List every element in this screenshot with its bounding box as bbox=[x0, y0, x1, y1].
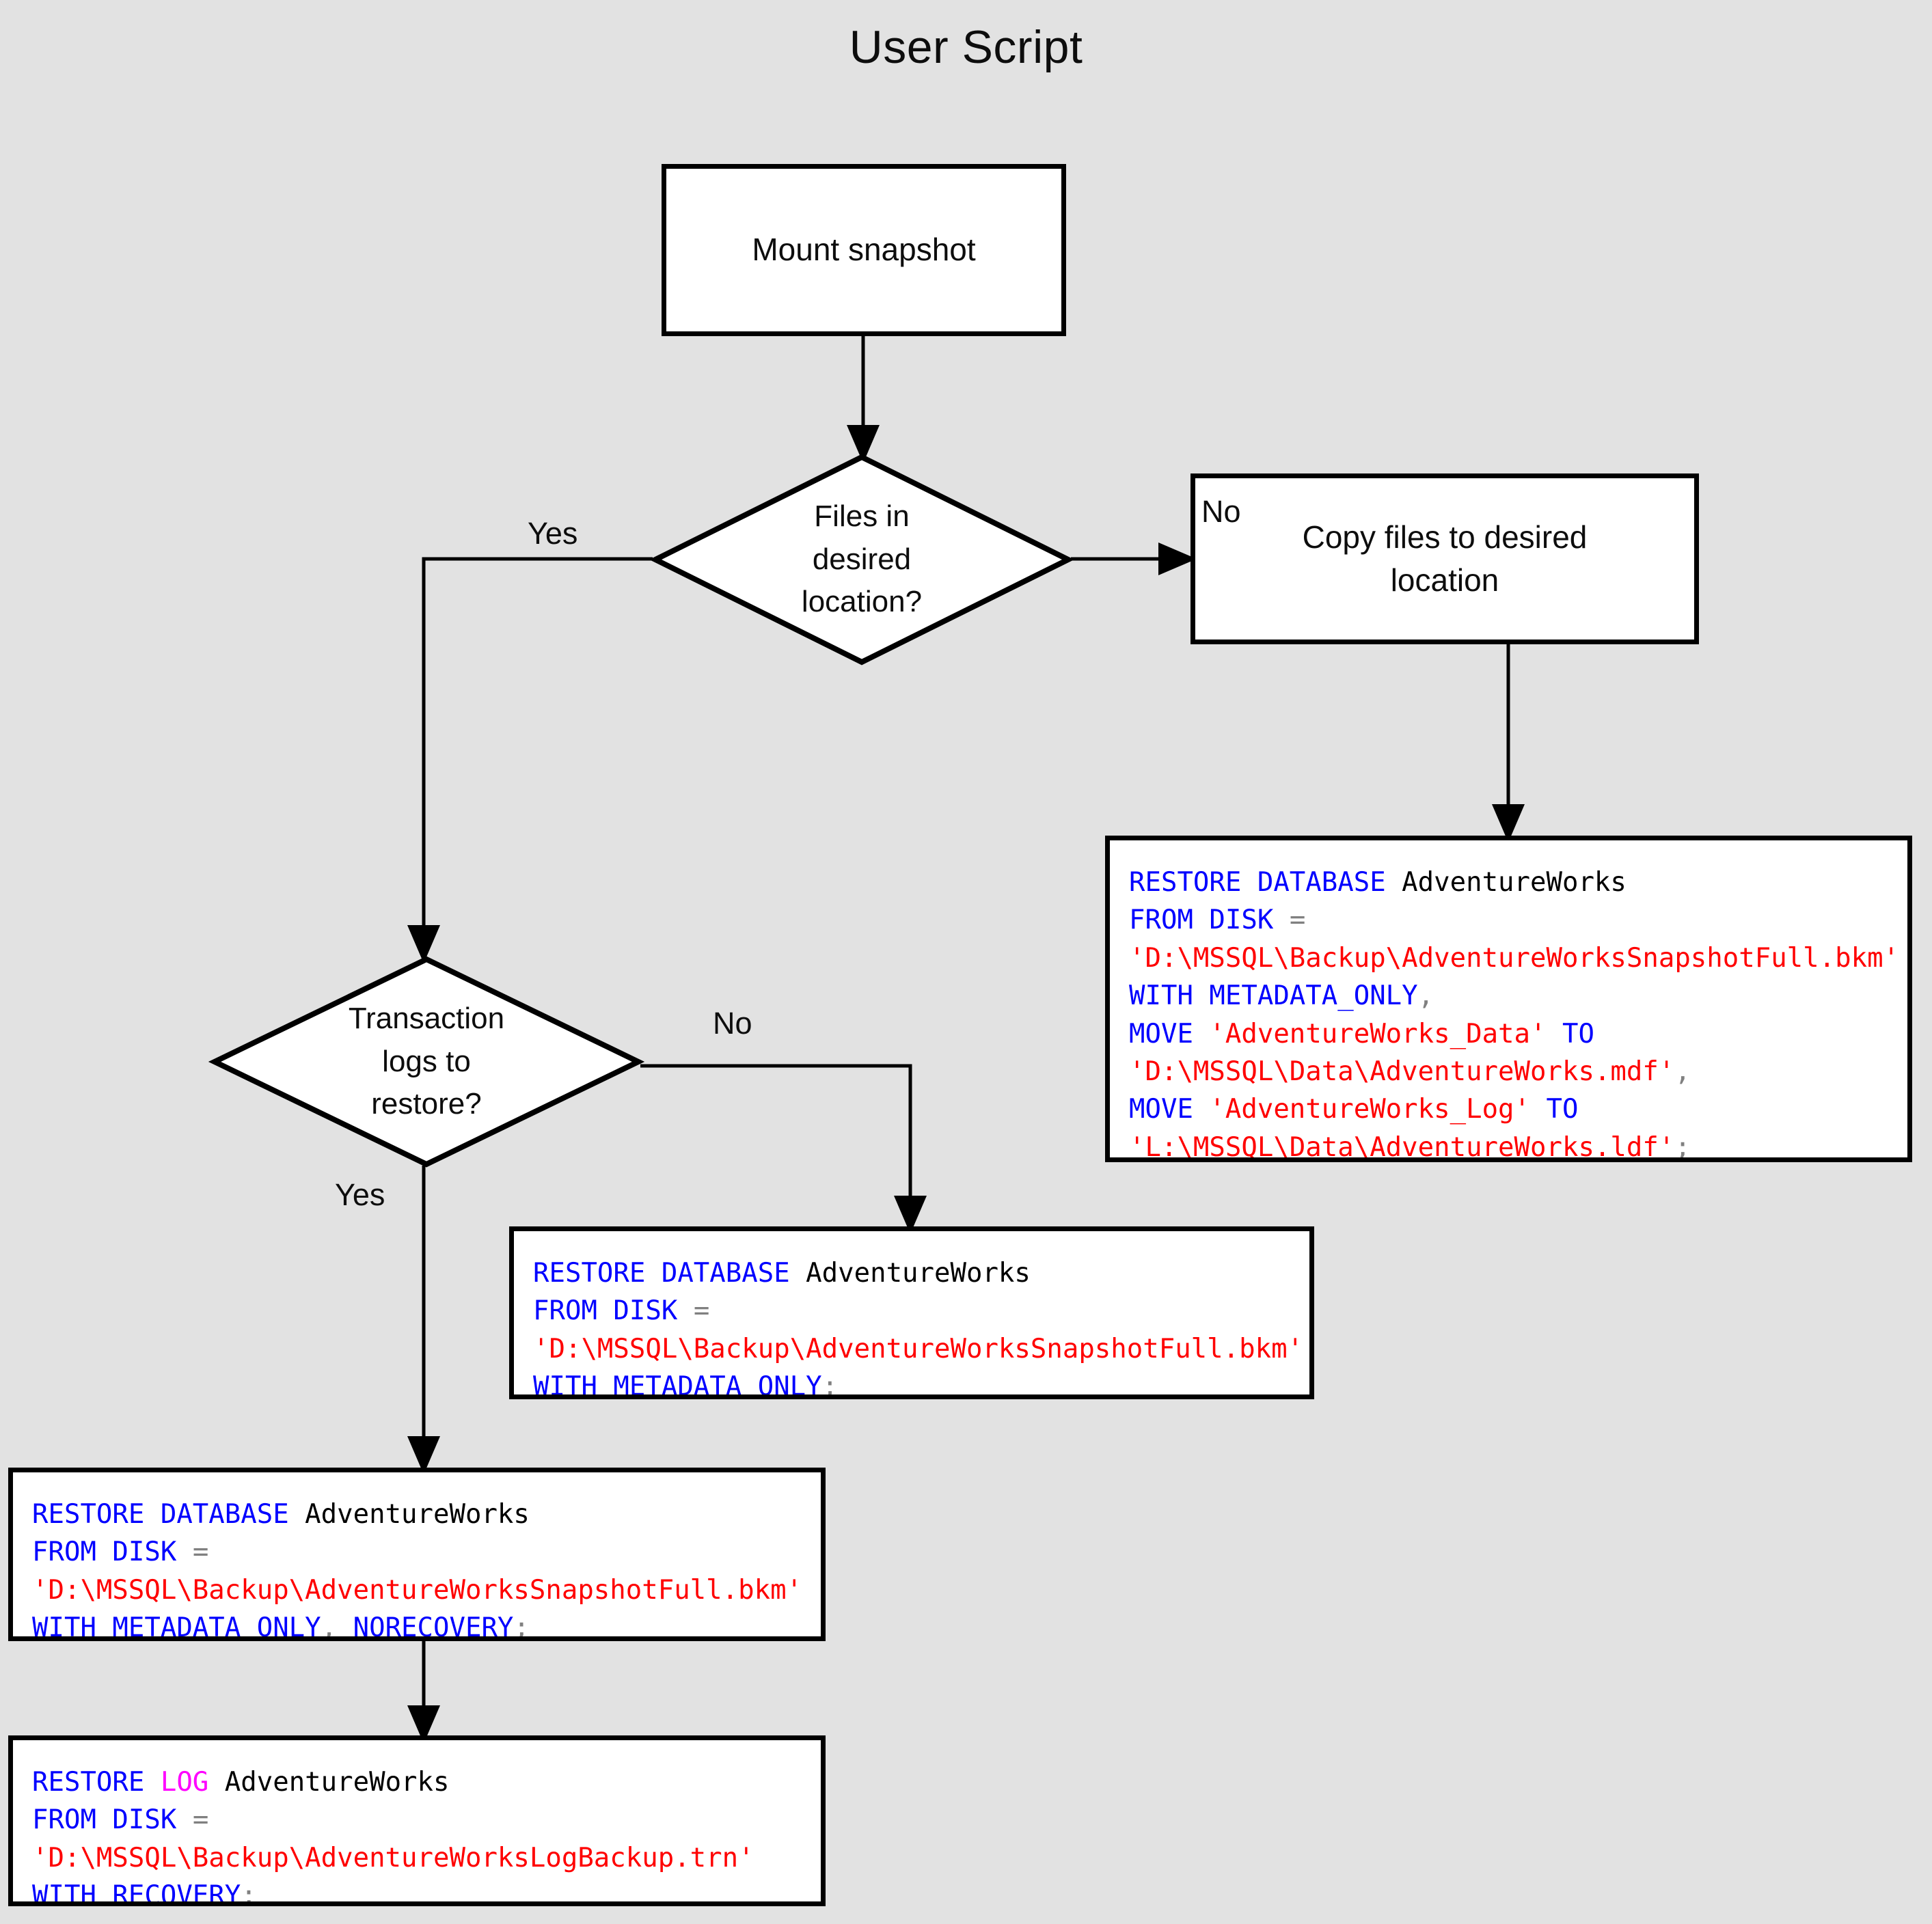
code-block-restore-metadata-only[interactable]: RESTORE DATABASE AdventureWorks FROM DIS… bbox=[509, 1226, 1314, 1399]
diamond-shape bbox=[649, 454, 1074, 665]
diamond-shape bbox=[208, 956, 645, 1168]
node-copy-files-label: Copy files to desired location bbox=[1302, 519, 1588, 598]
edge-logs-no-to-metadata bbox=[640, 1064, 927, 1235]
code-block-restore-with-move[interactable]: RESTORE DATABASE AdventureWorks FROM DIS… bbox=[1105, 836, 1912, 1162]
edge-label-logs-no: No bbox=[713, 1006, 752, 1041]
node-mount-snapshot[interactable]: Mount snapshot bbox=[662, 164, 1066, 336]
page-title: User Script bbox=[849, 21, 1083, 73]
node-files-in-desired-location[interactable]: Files in desired location? bbox=[649, 454, 1074, 665]
edge-files-yes-to-logs bbox=[407, 557, 653, 964]
code-block-restore-log-text: RESTORE LOG AdventureWorks FROM DISK = '… bbox=[32, 1767, 754, 1906]
edge-label-files-yes: Yes bbox=[528, 516, 578, 551]
code-block-restore-with-move-text: RESTORE DATABASE AdventureWorks FROM DIS… bbox=[1129, 867, 1900, 1162]
code-block-restore-norecovery-text: RESTORE DATABASE AdventureWorks FROM DIS… bbox=[32, 1499, 803, 1641]
node-copy-files[interactable]: Copy files to desired location bbox=[1191, 473, 1699, 644]
code-block-restore-norecovery[interactable]: RESTORE DATABASE AdventureWorks FROM DIS… bbox=[8, 1468, 826, 1641]
node-mount-snapshot-label: Mount snapshot bbox=[752, 232, 976, 268]
edge-label-logs-yes: Yes bbox=[335, 1177, 385, 1212]
code-block-restore-metadata-only-text: RESTORE DATABASE AdventureWorks FROM DIS… bbox=[533, 1258, 1304, 1399]
node-transaction-logs[interactable]: Transaction logs to restore? bbox=[208, 956, 645, 1168]
edge-label-files-no: No bbox=[1201, 494, 1241, 529]
code-block-restore-log[interactable]: RESTORE LOG AdventureWorks FROM DISK = '… bbox=[8, 1735, 826, 1906]
